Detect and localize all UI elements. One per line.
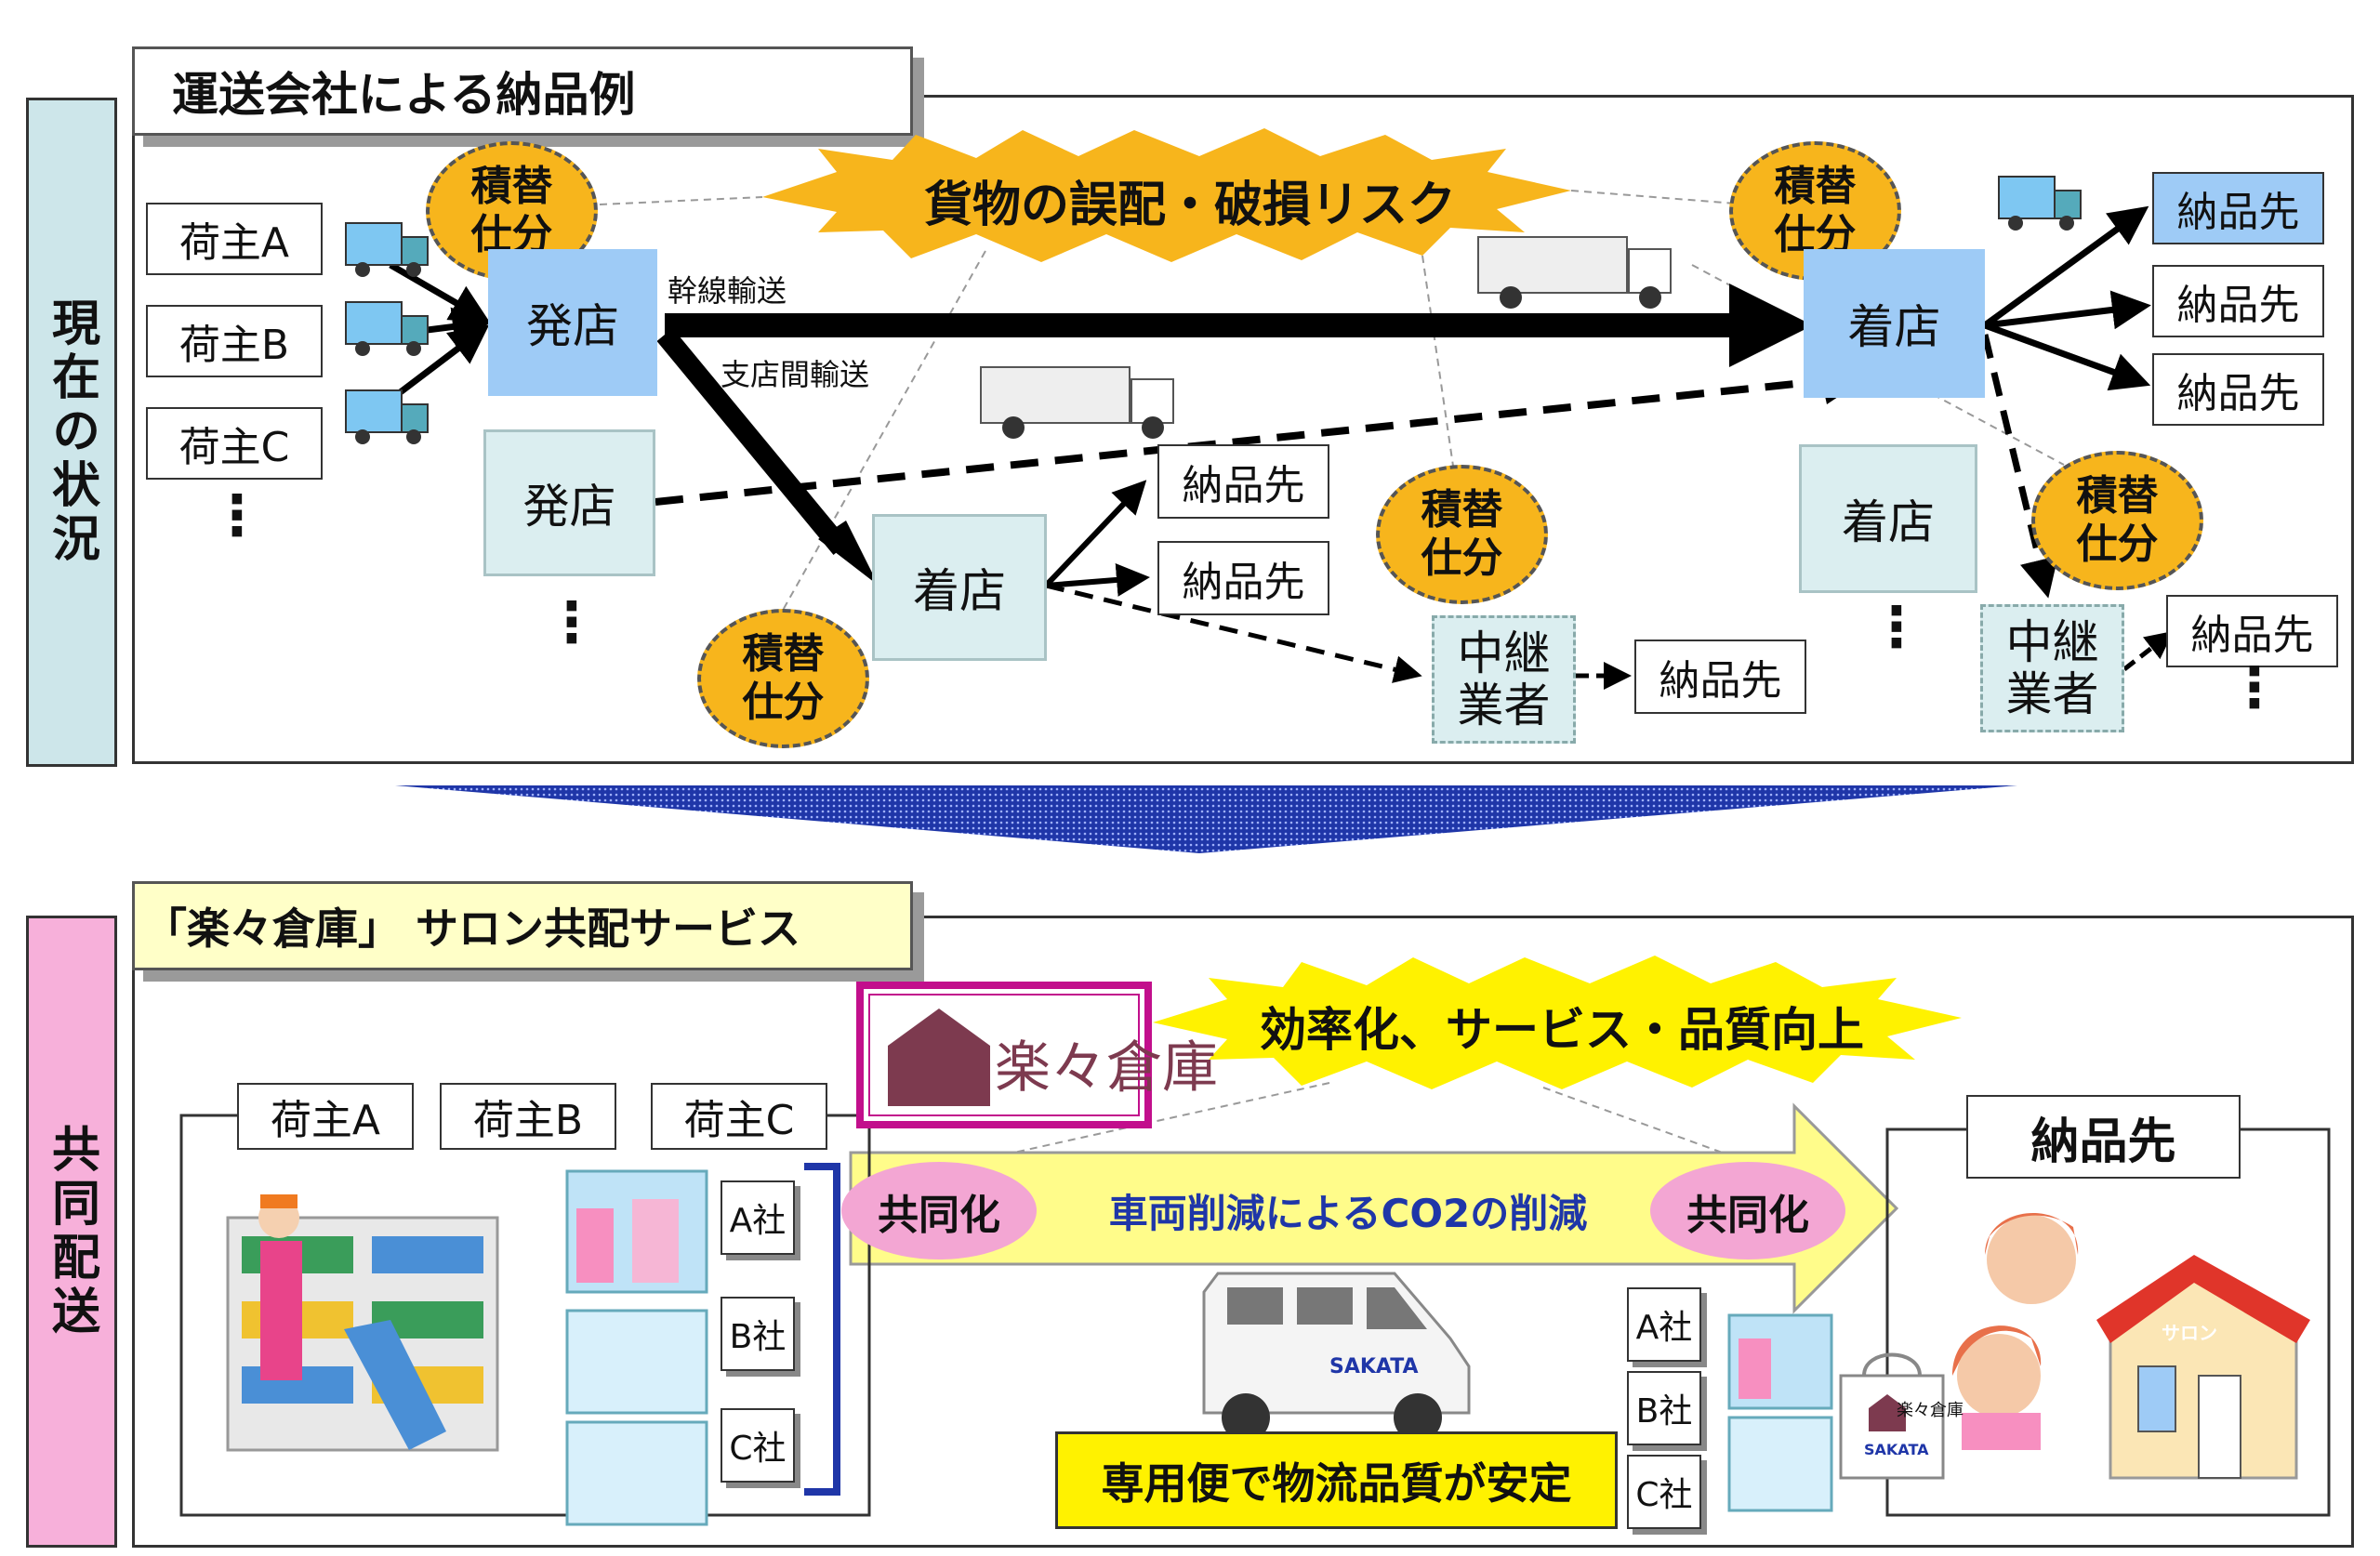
joint-shipper-a: 荷主A bbox=[237, 1083, 414, 1150]
large-truck-icon bbox=[980, 366, 1174, 439]
shipper-b: 荷主B bbox=[146, 305, 323, 377]
shipper-a: 荷主A bbox=[146, 203, 323, 275]
company-b-tag: B社 bbox=[721, 1297, 795, 1371]
joint-delivery-text: 共同配送 bbox=[43, 1124, 99, 1339]
current-title: 運送会社による納品例 bbox=[132, 46, 913, 136]
joint-badge-right: 共同化 bbox=[1650, 1162, 1845, 1259]
joint-delivery-label: 共同配送 bbox=[26, 916, 117, 1548]
delivery-4: 納品先 bbox=[2152, 172, 2324, 244]
bag-logo: 楽々倉庫 bbox=[1897, 1401, 1964, 1420]
bag-brand: SAKATA bbox=[1864, 1441, 1929, 1458]
origin-store-2: 発店 bbox=[483, 429, 655, 576]
delivery-3: 納品先 bbox=[1634, 640, 1806, 714]
salon-building-icon bbox=[2096, 1255, 2310, 1480]
large-truck-icon bbox=[1477, 236, 1672, 309]
truck-icon bbox=[345, 222, 429, 277]
dest-store: 着店 bbox=[1804, 249, 1985, 398]
delivery-van-icon bbox=[1202, 1272, 1471, 1442]
hairdresser-icon bbox=[1952, 1213, 2079, 1450]
truck-icon bbox=[1998, 176, 2082, 231]
container-icon bbox=[1727, 1313, 1833, 1512]
company-a-tag: A社 bbox=[721, 1180, 795, 1255]
right-company-b-tag: B社 bbox=[1627, 1371, 1701, 1445]
trunk-label: 幹線輸送 bbox=[668, 273, 787, 309]
right-company-c-tag: C社 bbox=[1627, 1455, 1701, 1529]
mid-dest-store: 着店 bbox=[872, 514, 1047, 661]
delivery-5: 納品先 bbox=[2152, 265, 2324, 337]
raku-logo-text: 楽々倉庫 bbox=[995, 1035, 1218, 1101]
transship-circle-4: 積替 仕分 bbox=[2031, 451, 2203, 590]
benefit-burst bbox=[1153, 956, 1962, 1089]
joint-shipper-c: 荷主C bbox=[651, 1083, 827, 1150]
dest-store-2: 着店 bbox=[1799, 444, 1977, 593]
right-company-a-tag: A社 bbox=[1627, 1287, 1701, 1362]
salon-sign: サロン bbox=[2162, 1322, 2217, 1344]
relay-2: 中継 業者 bbox=[1980, 604, 2124, 732]
benefit-text: 効率化、サービス・品質向上 bbox=[1260, 1003, 1864, 1057]
joint-shipper-b: 荷主B bbox=[440, 1083, 616, 1150]
current-status-label: 現在の状況 bbox=[26, 98, 117, 767]
current-status-text: 現在の状況 bbox=[43, 297, 99, 567]
relay-1: 中継 業者 bbox=[1432, 615, 1576, 744]
truck-icon bbox=[345, 389, 429, 444]
warehouse-worker-icon bbox=[226, 1194, 499, 1452]
risk-text: 貨物の誤配・破損リスク bbox=[923, 178, 1456, 233]
branch-label: 支店間輸送 bbox=[721, 357, 870, 392]
company-c-tag: C社 bbox=[721, 1408, 795, 1483]
delivery-6: 納品先 bbox=[2152, 353, 2324, 426]
truck-icon bbox=[345, 301, 429, 356]
delivery-7: 納品先 bbox=[2166, 595, 2338, 667]
origin-store: 発店 bbox=[488, 249, 657, 396]
risk-burst bbox=[762, 128, 1571, 262]
co2-text: 車両削減によるCO2の削減 bbox=[1108, 1191, 1588, 1236]
delivery-2: 納品先 bbox=[1157, 541, 1329, 615]
van-brand: SAKATA bbox=[1329, 1355, 1419, 1378]
joint-delivery-box: 納品先 bbox=[1966, 1095, 2241, 1179]
transship-circle-3: 積替 仕分 bbox=[1376, 465, 1548, 604]
shopping-bag-icon bbox=[1839, 1352, 1945, 1480]
joint-badge-left: 共同化 bbox=[841, 1162, 1037, 1259]
transship-circle-5: 積替 仕分 bbox=[697, 609, 869, 748]
container-stack-icon bbox=[565, 1169, 708, 1526]
shipper-c: 荷主C bbox=[146, 407, 323, 480]
joint-arrow bbox=[849, 1102, 1899, 1314]
delivery-1: 納品先 bbox=[1157, 444, 1329, 519]
joint-title: 「楽々倉庫」 サロン共配サービス bbox=[132, 881, 913, 970]
quality-box: 専用便で物流品質が安定 bbox=[1055, 1431, 1618, 1529]
